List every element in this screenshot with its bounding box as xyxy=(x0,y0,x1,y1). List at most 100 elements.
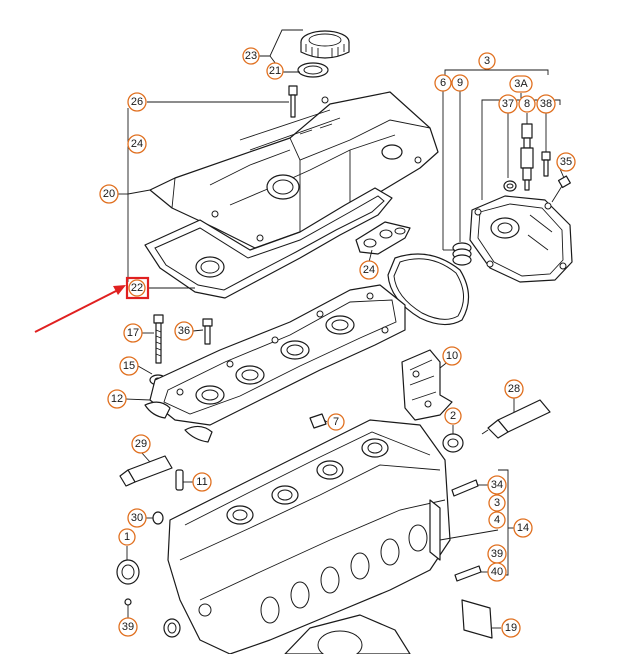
svg-text:29: 29 xyxy=(135,438,147,450)
red-pointer-arrow xyxy=(34,285,126,333)
callout-39-right[interactable]: 39 xyxy=(487,544,507,564)
callout-24-lower[interactable]: 24 xyxy=(359,260,379,280)
stud-40 xyxy=(454,565,482,582)
callout-37[interactable]: 37 xyxy=(498,94,518,114)
svg-text:38: 38 xyxy=(540,98,552,110)
bolt-17 xyxy=(153,314,164,364)
small-gasket xyxy=(355,221,411,255)
callout-29[interactable]: 29 xyxy=(131,434,151,454)
svg-text:35: 35 xyxy=(560,156,572,168)
seal-ring xyxy=(297,62,329,78)
svg-text:17: 17 xyxy=(127,327,139,339)
svg-text:4: 4 xyxy=(494,514,500,526)
callout-9[interactable]: 9 xyxy=(451,74,469,92)
svg-text:34: 34 xyxy=(491,479,503,491)
callout-17[interactable]: 17 xyxy=(123,323,143,343)
svg-text:12: 12 xyxy=(111,393,123,405)
callout-3[interactable]: 3 xyxy=(478,52,496,70)
svg-text:3: 3 xyxy=(484,55,490,67)
seal-1 xyxy=(116,559,140,585)
bolt-35 xyxy=(551,175,571,203)
callout-3-lower[interactable]: 3 xyxy=(488,494,506,512)
cylinder-head xyxy=(167,419,451,654)
callout-28[interactable]: 28 xyxy=(504,379,524,399)
stud-34 xyxy=(451,479,479,497)
callout-40[interactable]: 40 xyxy=(487,562,507,582)
svg-text:23: 23 xyxy=(245,50,257,62)
svg-text:3A: 3A xyxy=(514,78,528,90)
callout-10[interactable]: 10 xyxy=(442,346,462,366)
svg-text:36: 36 xyxy=(178,325,190,337)
bolt-38 xyxy=(541,151,551,177)
pin-11 xyxy=(175,469,184,491)
bolt-36 xyxy=(202,318,213,345)
round-gasket xyxy=(387,253,470,326)
seal-2 xyxy=(442,433,464,453)
svg-text:9: 9 xyxy=(457,77,463,89)
callout-35[interactable]: 35 xyxy=(556,152,576,172)
camshaft-adjuster-housing xyxy=(469,195,573,283)
callout-1[interactable]: 1 xyxy=(118,528,136,546)
callout-2[interactable]: 2 xyxy=(444,407,462,425)
svg-text:1: 1 xyxy=(124,531,130,543)
bearing-frame xyxy=(144,284,406,443)
svg-text:26: 26 xyxy=(131,96,143,108)
svg-text:2: 2 xyxy=(450,410,456,422)
seal-bottom xyxy=(163,618,181,638)
callout-8[interactable]: 8 xyxy=(518,95,536,113)
svg-text:14: 14 xyxy=(517,522,529,534)
callout-4[interactable]: 4 xyxy=(488,511,506,529)
callout-3a[interactable]: 3A xyxy=(509,75,533,93)
callout-19[interactable]: 19 xyxy=(501,618,521,638)
svg-text:6: 6 xyxy=(440,77,446,89)
callout-11[interactable]: 11 xyxy=(192,472,212,492)
svg-text:21: 21 xyxy=(269,65,281,77)
svg-text:15: 15 xyxy=(123,360,135,372)
callout-22[interactable]: 22 xyxy=(125,276,150,300)
callout-24-upper[interactable]: 24 xyxy=(127,134,147,154)
cover-plate-19 xyxy=(461,599,493,639)
callout-23[interactable]: 23 xyxy=(242,47,260,65)
cover-gasket xyxy=(144,187,393,299)
callout-34[interactable]: 34 xyxy=(487,475,507,495)
svg-text:10: 10 xyxy=(446,350,458,362)
svg-text:3: 3 xyxy=(494,497,500,509)
ball-39 xyxy=(124,598,132,606)
callout-20[interactable]: 20 xyxy=(99,184,119,204)
callout-30[interactable]: 30 xyxy=(127,508,147,528)
callout-14[interactable]: 14 xyxy=(513,518,533,538)
callout-7[interactable]: 7 xyxy=(327,413,345,431)
svg-text:24: 24 xyxy=(131,138,143,150)
svg-text:20: 20 xyxy=(103,188,115,200)
callout-26[interactable]: 26 xyxy=(127,92,147,112)
sealant-tube-28 xyxy=(481,399,551,439)
svg-text:7: 7 xyxy=(333,416,339,428)
svg-text:39: 39 xyxy=(491,548,503,560)
svg-text:37: 37 xyxy=(502,98,514,110)
callout-38[interactable]: 38 xyxy=(536,94,556,114)
svg-text:40: 40 xyxy=(491,566,503,578)
control-valve xyxy=(503,123,534,192)
callout-6[interactable]: 6 xyxy=(434,74,452,92)
callout-21[interactable]: 21 xyxy=(266,62,284,80)
sealant-tube-29 xyxy=(119,455,173,487)
callout-15[interactable]: 15 xyxy=(119,356,139,376)
svg-text:8: 8 xyxy=(524,98,530,110)
oil-filler-cap xyxy=(300,30,350,59)
svg-text:39: 39 xyxy=(122,621,134,633)
callout-36[interactable]: 36 xyxy=(174,321,194,341)
svg-text:11: 11 xyxy=(196,476,207,488)
o-ring-30 xyxy=(152,511,164,525)
svg-text:28: 28 xyxy=(508,383,520,395)
svg-text:24: 24 xyxy=(363,264,375,276)
callout-39-left[interactable]: 39 xyxy=(118,617,138,637)
plug-7 xyxy=(309,413,327,429)
cylinder-head-cover xyxy=(149,91,439,249)
svg-text:22: 22 xyxy=(131,282,143,294)
svg-text:19: 19 xyxy=(505,622,517,634)
spring-seal xyxy=(452,242,472,266)
callout-12[interactable]: 12 xyxy=(107,389,127,409)
head-gasket xyxy=(284,614,411,654)
svg-text:30: 30 xyxy=(131,512,143,524)
